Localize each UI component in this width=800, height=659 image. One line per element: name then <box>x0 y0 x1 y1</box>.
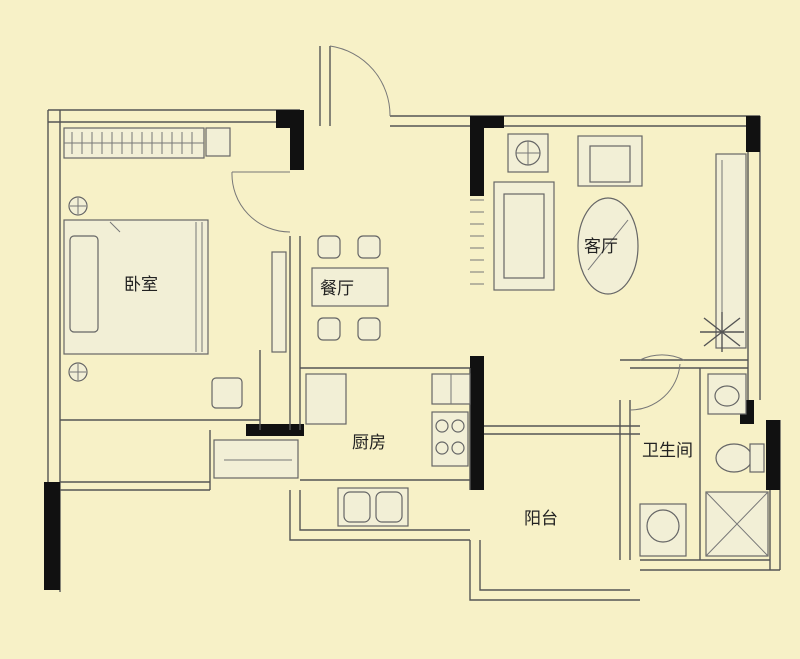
dining-table-icon <box>311 235 389 341</box>
outer-walls <box>47 109 781 601</box>
side-table-icon <box>507 133 549 173</box>
room-label-balcony: 阳台 <box>524 509 558 529</box>
room-label-dining: 餐厅 <box>320 279 354 299</box>
tv-cabinet-icon <box>715 153 747 349</box>
bathroom-sink-icon <box>707 373 747 415</box>
plant-icon <box>700 312 744 352</box>
sofa-icon <box>470 181 555 291</box>
room-label-living: 客厅 <box>584 237 618 257</box>
room-label-bathroom: 卫生间 <box>642 441 693 461</box>
door-swing-icon <box>231 171 685 411</box>
shower-icon <box>705 491 769 557</box>
toilet-icon <box>715 443 765 473</box>
entry-door <box>319 45 391 126</box>
utility-cabinet-icon <box>213 439 299 479</box>
stove-icon <box>431 373 471 467</box>
wardrobe-icon <box>211 251 287 409</box>
radiator-icon <box>63 127 231 159</box>
room-label-bedroom: 卧室 <box>124 275 158 295</box>
kitchen-wall-cabinet <box>305 373 347 425</box>
oval-table-icon <box>577 197 639 295</box>
washing-machine-icon <box>639 503 687 557</box>
bed-icon <box>63 196 209 382</box>
armchair-icon <box>577 135 643 187</box>
sink-icon <box>337 487 409 527</box>
room-label-kitchen: 厨房 <box>352 433 386 453</box>
interior-walls <box>60 236 748 560</box>
